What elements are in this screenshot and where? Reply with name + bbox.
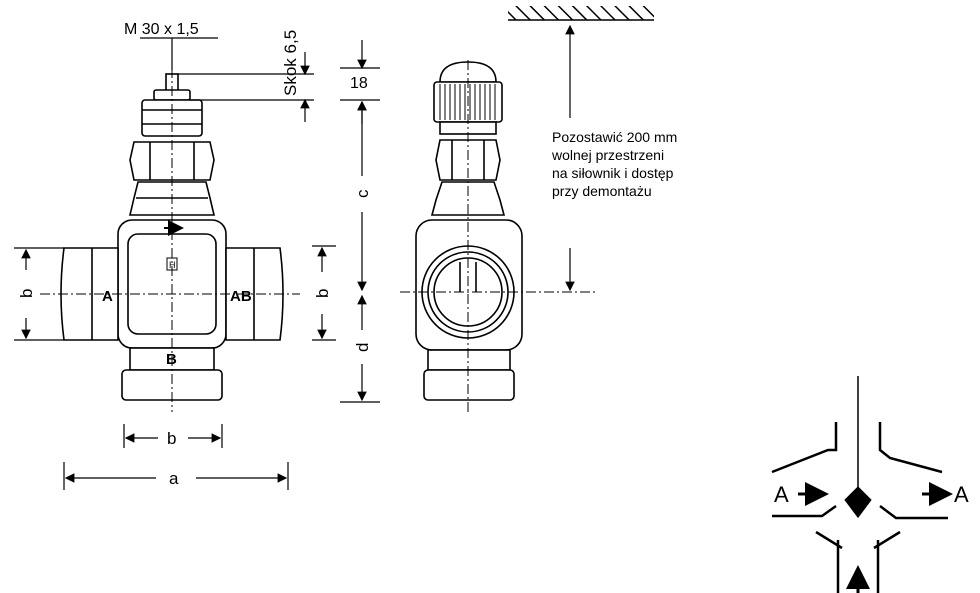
schematic-inlet-label: A: [774, 482, 789, 507]
ceiling-hatch: [508, 6, 654, 21]
clearance-note-line: wolnej przestrzeni: [552, 147, 665, 163]
side-dimensions: [312, 24, 575, 403]
dimension-c-label: c: [353, 189, 372, 198]
flow-arrows: [798, 482, 953, 593]
clearance-note-line: przy demontażu: [552, 183, 652, 199]
dimension-b-right-label: b: [313, 289, 332, 298]
port-ab-label: AB: [230, 288, 252, 305]
valve-plug: [844, 486, 872, 519]
schematic-outlet-label: A: [954, 482, 969, 507]
port-a-label: A: [102, 288, 113, 305]
stroke-label: Skok 6,5: [281, 30, 300, 96]
side-centerlines: [400, 60, 596, 412]
h-mark-label: H: [169, 260, 176, 270]
clearance-note-line: na siłownik i dostęp: [552, 165, 674, 181]
thread-label: M 30 x 1,5: [124, 21, 199, 38]
dimension-b-bottom-label: b: [167, 429, 176, 448]
dimension-d-label: d: [353, 343, 372, 352]
clearance-note-line: Pozostawić 200 mm: [552, 129, 678, 145]
side-view: [415, 61, 523, 401]
dimension-b-left-label: b: [17, 289, 36, 298]
dimension-18-label: 18: [350, 75, 368, 92]
port-b-label: B: [166, 351, 177, 368]
side-body: [415, 219, 523, 351]
front-dimensions: [14, 37, 314, 490]
clearance-note: Pozostawić 200 mm wolnej przestrzeni na …: [552, 128, 752, 200]
front-centerlines: [40, 68, 300, 412]
flow-schematic: [771, 376, 948, 593]
side-neck: [430, 181, 506, 216]
dimension-a-label: a: [169, 469, 179, 488]
side-bottom-connector: [423, 369, 515, 401]
knob-ribs: [439, 84, 496, 120]
